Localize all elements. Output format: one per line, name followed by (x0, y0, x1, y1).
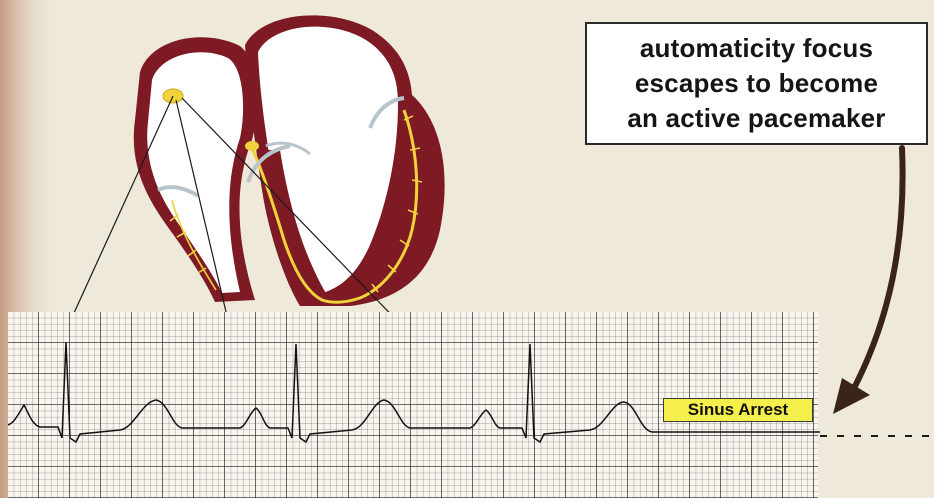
callout-line-2: escapes to become (635, 66, 878, 101)
callout-line-3: an active pacemaker (627, 101, 885, 136)
callout-box: automaticity focus escapes to become an … (585, 22, 928, 145)
callout-line-1: automaticity focus (640, 31, 873, 66)
sinus-arrest-label: Sinus Arrest (663, 398, 813, 422)
